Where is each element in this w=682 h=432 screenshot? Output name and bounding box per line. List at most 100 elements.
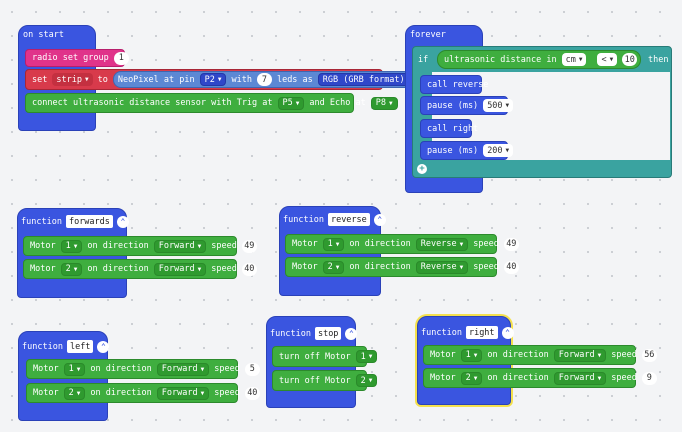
then-label: then	[648, 55, 669, 65]
motor-block[interactable]: Motor 1▼ on direction Forward▼ speed 49	[23, 236, 257, 256]
speed-value[interactable]: 40	[241, 262, 257, 276]
radio-set-group-label: radio set group	[32, 53, 109, 63]
speed-label: speed	[473, 262, 499, 272]
function-name-stop[interactable]: stop	[314, 327, 342, 340]
motor-block[interactable]: Motor 2▼ on direction Reverse▼ speed 40	[285, 257, 519, 277]
pause-200-block[interactable]: pause (ms) 200▼	[420, 141, 514, 160]
direction-label: on direction	[349, 262, 411, 272]
radio-group-value[interactable]: 1	[113, 51, 129, 65]
unit-dropdown[interactable]: cm▼	[561, 53, 587, 66]
to-label: to	[97, 74, 108, 85]
motor-label: Motor	[30, 241, 56, 251]
motor-block[interactable]: Motor 2▼ on direction Forward▼ speed 40	[23, 259, 257, 279]
set-strip-block[interactable]: set strip▼ to NeoPixel at pin P2▼ with 7…	[25, 69, 423, 90]
motor-label: Motor	[430, 373, 456, 383]
function-name-right[interactable]: right	[465, 326, 498, 339]
function-name-left[interactable]: left	[66, 340, 94, 353]
motor-dropdown[interactable]: 2▼	[460, 371, 483, 385]
pause-500-dropdown[interactable]: 500▼	[483, 99, 514, 112]
motor-label: Motor	[33, 364, 59, 374]
operator-dropdown[interactable]: <▼	[597, 53, 618, 66]
direction-dropdown[interactable]: Forward▼	[156, 362, 210, 376]
speed-value[interactable]: 49	[503, 237, 519, 251]
on-start-label: on start	[23, 30, 64, 40]
direction-dropdown[interactable]: Forward▼	[553, 371, 607, 385]
motor-label: Motor	[30, 264, 56, 274]
with-label: with	[231, 74, 252, 85]
pause-200-dropdown[interactable]: 200▼	[483, 144, 514, 157]
turn-off-motor-block[interactable]: turn off Motor 1▼	[272, 346, 378, 367]
call-reverse-label: call reverse	[427, 79, 489, 90]
speed-value[interactable]: 49	[241, 239, 257, 253]
direction-dropdown[interactable]: Forward▼	[153, 262, 207, 276]
function-name-forwards[interactable]: forwards	[65, 215, 113, 228]
speed-label: speed	[611, 373, 637, 383]
speed-value[interactable]: 9	[641, 371, 657, 385]
collapse-icon[interactable]: ⌃	[501, 326, 514, 339]
connect-ultrasonic-block[interactable]: connect ultrasonic distance sensor with …	[25, 93, 398, 113]
call-right-block[interactable]: call right	[420, 119, 478, 138]
speed-value[interactable]: 5	[244, 362, 260, 376]
direction-label: on direction	[87, 264, 149, 274]
strip-variable-dropdown[interactable]: strip▼	[52, 73, 93, 86]
direction-dropdown[interactable]: Forward▼	[156, 386, 210, 400]
turn-off-motor-block[interactable]: turn off Motor 2▼	[272, 370, 378, 391]
motor-dropdown[interactable]: 1▼	[60, 239, 83, 253]
leds-as-label: leds as	[276, 74, 313, 85]
radio-set-group-block[interactable]: radio set group 1	[25, 49, 129, 67]
direction-label: on direction	[90, 364, 152, 374]
motor-dropdown[interactable]: 1▼	[322, 237, 345, 251]
threshold-value[interactable]: 10	[622, 53, 638, 66]
collapse-icon[interactable]: ⌃	[373, 213, 386, 226]
function-left-header: function left ⌃	[22, 340, 110, 353]
direction-label: on direction	[487, 350, 549, 360]
turn-off-label: turn off Motor	[279, 375, 351, 386]
call-reverse-block[interactable]: call reverse	[420, 75, 488, 94]
forever-label: forever	[410, 30, 446, 40]
set-label: set	[32, 74, 48, 85]
motor-dropdown[interactable]: 2▼	[60, 262, 83, 276]
if-label: if	[418, 55, 429, 65]
function-reverse-header: function reverse ⌃	[283, 213, 386, 226]
motor-block[interactable]: Motor 2▼ on direction Forward▼ speed 40	[26, 383, 260, 403]
neopixel-block[interactable]: NeoPixel at pin P2▼ with 7 leds as RGB (…	[112, 71, 423, 88]
motor-dropdown[interactable]: 2▼	[322, 260, 345, 274]
speed-label: speed	[211, 241, 237, 251]
direction-dropdown[interactable]: Reverse▼	[415, 237, 469, 251]
direction-dropdown[interactable]: Forward▼	[153, 239, 207, 253]
motor-label: Motor	[292, 239, 318, 249]
ultrasonic-compare-block[interactable]: ultrasonic distance in cm▼ <▼ 10	[437, 50, 641, 69]
speed-value[interactable]: 56	[641, 348, 657, 362]
motor-block[interactable]: Motor 1▼ on direction Reverse▼ speed 49	[285, 234, 519, 254]
direction-dropdown[interactable]: Forward▼	[553, 348, 607, 362]
function-name-reverse[interactable]: reverse	[327, 213, 370, 226]
pin-dropdown[interactable]: P2▼	[199, 73, 227, 86]
speed-value[interactable]: 40	[244, 386, 260, 400]
direction-dropdown[interactable]: Reverse▼	[415, 260, 469, 274]
motor-dropdown[interactable]: 2▼	[63, 386, 86, 400]
leds-value[interactable]: 7	[256, 73, 272, 86]
pause-500-block[interactable]: pause (ms) 500▼	[420, 96, 514, 115]
trig-pin-dropdown[interactable]: P5▼	[277, 96, 305, 110]
motor-block[interactable]: Motor 1▼ on direction Forward▼ speed 56	[423, 345, 657, 365]
motor-dropdown[interactable]: 2▼	[355, 374, 378, 387]
ultrasonic-label: ultrasonic distance in	[444, 54, 557, 65]
speed-label: speed	[611, 350, 637, 360]
collapse-icon[interactable]: ⌃	[345, 327, 358, 340]
echo-pin-dropdown[interactable]: P8▼	[370, 96, 398, 110]
motor-label: Motor	[430, 350, 456, 360]
add-else-icon[interactable]: +	[417, 164, 427, 174]
motor-label: Motor	[292, 262, 318, 272]
motor-block[interactable]: Motor 2▼ on direction Forward▼ speed 9	[423, 368, 657, 388]
motor-dropdown[interactable]: 1▼	[355, 350, 378, 363]
motor-dropdown[interactable]: 1▼	[460, 348, 483, 362]
direction-label: on direction	[90, 388, 152, 398]
mode-dropdown[interactable]: RGB (GRB format)▼	[317, 73, 417, 86]
pause-label: pause (ms)	[427, 100, 479, 111]
motor-dropdown[interactable]: 1▼	[63, 362, 86, 376]
function-stop-header: function stop ⌃	[270, 327, 358, 340]
collapse-icon[interactable]: ⌃	[97, 340, 110, 353]
speed-value[interactable]: 40	[503, 260, 519, 274]
motor-block[interactable]: Motor 1▼ on direction Forward▼ speed 5	[26, 359, 260, 379]
collapse-icon[interactable]: ⌃	[116, 215, 129, 228]
